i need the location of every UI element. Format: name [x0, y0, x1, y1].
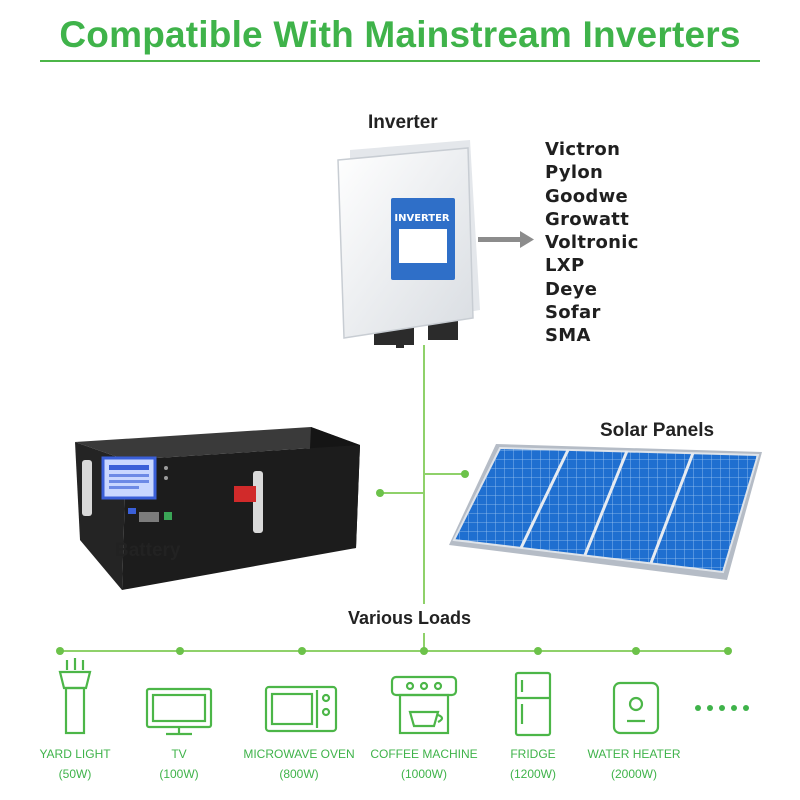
fridge-icon — [514, 671, 552, 737]
coffee-machine-icon — [390, 675, 458, 735]
load-wattage: (2000W) — [610, 767, 657, 781]
brand-item: Pylon — [545, 162, 604, 184]
bus-node — [56, 647, 64, 655]
arrow-right-icon — [478, 231, 534, 248]
page-title: Compatible With Mainstream Inverters — [59, 14, 741, 55]
brand-item: Voltronic — [545, 232, 639, 254]
brand-item: Deye — [545, 278, 598, 300]
more-loads-ellipsis-icon — [695, 705, 749, 711]
inverter-label: Inverter — [368, 112, 438, 133]
load-name: YARD LIGHT — [39, 747, 111, 761]
load-wattage: (100W) — [159, 767, 199, 781]
tv-icon — [145, 687, 213, 736]
brand-item: SMA — [545, 325, 591, 347]
solar-node — [461, 470, 469, 478]
load-name: TV — [171, 747, 187, 761]
load-wattage: (50W) — [58, 767, 92, 781]
battery-label: Battery — [115, 540, 181, 561]
various-loads-label: Various Loads — [348, 608, 472, 628]
bus-node — [724, 647, 732, 655]
brand-item: LXP — [545, 255, 585, 277]
brand-item: Goodwe — [545, 185, 629, 207]
yard-light-icon — [58, 658, 92, 735]
water-heater-icon — [612, 681, 660, 735]
load-name: MICROWAVE OVEN — [243, 747, 355, 761]
microwave-icon — [264, 685, 338, 733]
load-wattage: (1200W) — [509, 767, 556, 781]
battery-lcd — [101, 456, 157, 500]
bus-node — [534, 647, 542, 655]
brand-list: Victron Pylon Goodwe Growatt Voltronic L… — [545, 138, 639, 348]
battery-power-switch — [234, 486, 256, 502]
title-underline — [40, 60, 760, 62]
brand-item: Sofar — [545, 302, 601, 324]
load-wattage: (1000W) — [400, 767, 447, 781]
brand-item: Victron — [545, 139, 621, 160]
inverter-badge-text: INVERTER — [394, 213, 450, 224]
solar-panels-label: Solar Panels — [600, 420, 715, 441]
bus-node — [632, 647, 640, 655]
brand-item: Growatt — [545, 208, 630, 230]
bus-node — [420, 647, 428, 655]
load-name: FRIDGE — [510, 747, 556, 761]
load-name: WATER HEATER — [587, 747, 681, 761]
bus-node — [298, 647, 306, 655]
load-name: COFFEE MACHINE — [370, 747, 478, 761]
load-wattage: (800W) — [279, 767, 319, 781]
bus-node — [176, 647, 184, 655]
battery-node — [376, 489, 384, 497]
